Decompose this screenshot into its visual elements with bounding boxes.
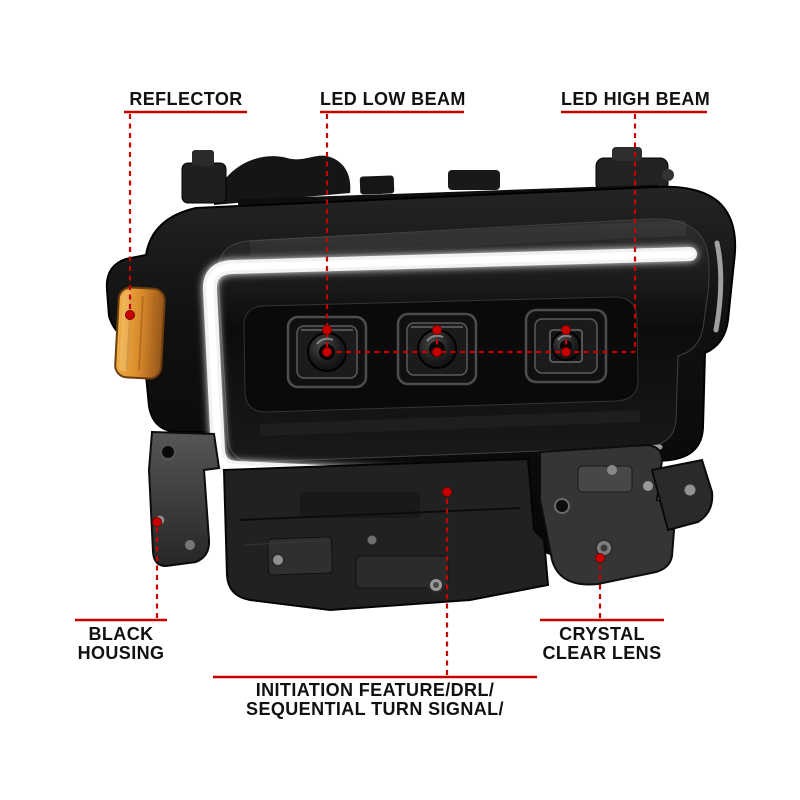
led-high-beam-label: LED HIGH BEAM	[561, 89, 711, 109]
crystal-lens-line2: CLEAR LENS	[542, 643, 662, 663]
projector-high-beam	[524, 308, 608, 384]
initiation-line2: SEQUENTIAL TURN SIGNAL/	[246, 699, 504, 719]
crystal-lens-line1: CRYSTAL	[559, 624, 645, 644]
crystal-clear-lens-label: CRYSTAL CLEAR LENS	[532, 625, 672, 663]
black-housing-label: BLACK HOUSING	[60, 625, 182, 663]
amber-reflector	[114, 286, 166, 380]
mounting-brackets	[147, 430, 714, 612]
annotation-rules	[75, 110, 707, 679]
black-housing-line1: BLACK	[88, 624, 154, 644]
initiation-feature-label: INITIATION FEATURE/DRL/ SEQUENTIAL TURN …	[205, 681, 545, 719]
initiation-line1: INITIATION FEATURE/DRL/	[255, 680, 495, 700]
reflector-label: REFLECTOR	[129, 89, 243, 109]
annotation-leader-lines	[128, 114, 637, 675]
annotation-dots	[125, 310, 605, 563]
black-housing-line2: HOUSING	[77, 643, 165, 663]
led-low-beam-label: LED LOW BEAM	[320, 89, 466, 109]
